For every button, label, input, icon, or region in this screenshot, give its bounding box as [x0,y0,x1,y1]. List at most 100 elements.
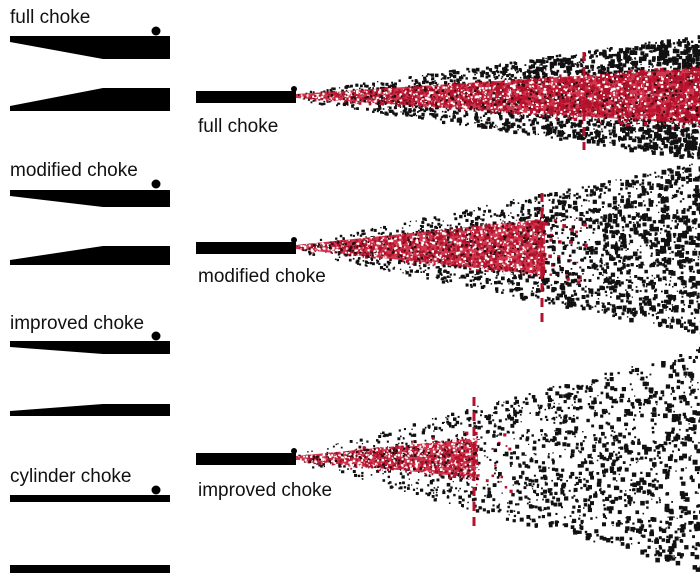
pellet [478,87,481,90]
pellet [554,99,556,101]
pellet [597,84,599,86]
pellet [585,127,590,131]
pellet [651,111,654,114]
pellet [627,284,632,289]
pellet [424,106,427,108]
pellet [407,101,411,104]
pellet [488,68,493,72]
pellet [559,137,563,141]
pellet [571,88,574,91]
pellet [405,88,408,91]
pellet [547,101,549,104]
pellet [685,285,687,288]
pellet [642,56,647,62]
pellet [608,129,611,132]
pellet [619,81,622,84]
pellet [492,92,496,95]
pellet [493,126,496,128]
pellet [632,112,634,114]
pellet [696,105,698,107]
pellet [674,108,676,110]
pellet [668,141,671,144]
pellet [371,101,373,103]
pellet [374,100,377,103]
pellet [335,97,339,101]
pellet [447,77,450,80]
pellet [600,121,604,126]
pellet [385,92,388,95]
pellet [606,278,610,282]
pellet [353,96,356,99]
pellet [597,124,601,128]
pellet [473,88,475,90]
pellet [429,83,432,85]
pellet [585,135,588,138]
pellet [567,113,570,115]
pellet [622,120,625,123]
pellet [620,127,625,132]
pellet [473,100,476,103]
pellet [554,116,558,120]
pellet [652,65,654,67]
pellet [679,44,682,47]
pellet [525,104,527,106]
pellet [344,95,347,97]
pellet [564,294,567,298]
pellet [681,64,686,69]
pellet [562,224,567,228]
pellet [383,92,386,94]
pellet [632,110,635,113]
bead-sight-icon [151,331,161,341]
pellet [384,97,386,100]
pellet [526,115,529,118]
pellet [550,70,555,75]
pellet [345,102,349,105]
pellet [623,107,625,109]
pellet [562,82,565,84]
pellet [534,102,536,104]
pellet [608,48,611,51]
pellet [477,109,480,111]
pellet [609,105,612,108]
pellet [674,112,677,114]
pellet [679,66,681,69]
pellet [543,90,547,94]
pellet [695,92,697,94]
pellet [674,46,676,49]
pellet [517,97,519,99]
pellet [527,209,531,213]
pellet [533,110,536,114]
pellet [651,102,654,105]
pellet [618,48,624,53]
pellet [494,90,496,93]
pellet [551,84,553,86]
pellet [670,105,673,108]
pellet [546,108,549,111]
pellet [695,64,699,68]
pellet [569,114,571,116]
pellet [606,102,608,105]
pellet [351,105,354,108]
pellet [388,100,390,101]
pellet [623,96,625,99]
pellet [638,73,641,76]
pellet [521,97,523,99]
pellet [658,91,660,93]
pellet [539,64,541,66]
pellet [343,98,346,101]
pellet [578,87,580,90]
pellet [524,102,527,105]
pellet [592,123,595,126]
pellet [520,94,523,97]
pellet [544,93,547,96]
pellet [551,126,554,129]
pellet [664,82,666,84]
pellet [576,135,578,138]
pellet [423,76,427,80]
pellet [561,62,565,66]
pellet [465,273,470,277]
pellet [688,69,690,71]
pellet [620,85,623,88]
pellet [659,81,662,84]
pellet [375,93,378,96]
